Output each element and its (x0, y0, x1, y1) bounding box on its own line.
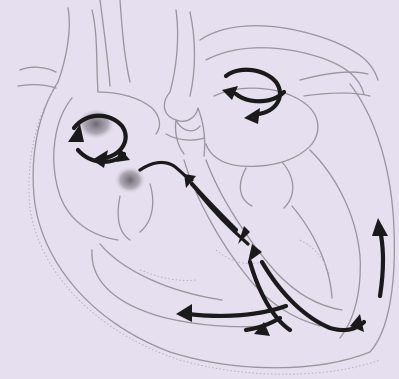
left-ventricle-arrowhead (372, 218, 388, 236)
conduction-nodes (76, 108, 146, 194)
bundle-arrowhead-2 (248, 244, 262, 262)
right-atrium-arrowhead-2 (92, 150, 108, 168)
internodal-arrow (140, 163, 192, 180)
atrial-septum (164, 92, 204, 156)
aorta (100, 0, 195, 96)
interventricular-septum (184, 160, 342, 326)
left-ventricle-wall-arrow (380, 230, 383, 296)
mitral-valve (240, 162, 292, 208)
heart-outline (18, 0, 394, 374)
left-atrium-arrowhead-2 (244, 108, 260, 124)
pulmonary-artery (200, 26, 378, 94)
right-ventricle-arrowhead (176, 304, 192, 322)
vessel-stub-left (18, 67, 56, 88)
aortic-valve (166, 120, 204, 140)
superior-vena-cava (58, 8, 98, 92)
